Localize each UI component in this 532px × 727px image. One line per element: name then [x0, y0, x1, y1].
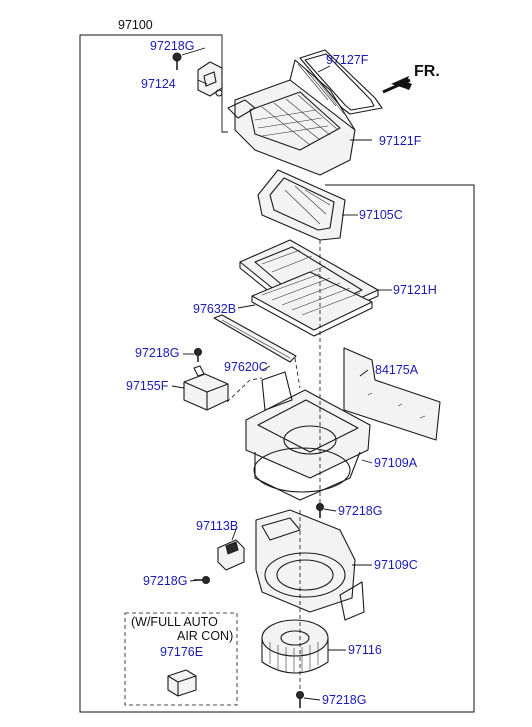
actuator-97124 — [197, 61, 223, 97]
part-label-97121F[interactable]: 97121F — [379, 134, 422, 148]
direction-label: FR. — [414, 63, 440, 80]
seal-strip-97620C — [213, 314, 297, 363]
assembly-frame — [79, 34, 475, 713]
control-module-97155F — [183, 365, 229, 411]
insulation-pad-84175A — [343, 347, 441, 441]
part-label-97116[interactable]: 97116 — [348, 643, 382, 657]
screw-icon — [172, 52, 182, 70]
part-label-97218G-bottom[interactable]: 97218G — [322, 693, 366, 707]
part-label-97218G-mid[interactable]: 97218G — [135, 346, 179, 360]
front-direction-arrow-icon — [382, 76, 412, 94]
screw-icon — [194, 348, 202, 362]
part-label-97620C[interactable]: 97620C — [224, 360, 268, 374]
blower-motor-97116 — [261, 619, 329, 674]
filter-frame-97105C — [257, 169, 346, 241]
part-label-97109A[interactable]: 97109A — [374, 456, 418, 470]
part-label-97632B[interactable]: 97632B — [193, 302, 236, 316]
air-filter-97632B — [251, 271, 373, 337]
part-label-97124[interactable]: 97124 — [141, 77, 176, 91]
seal-strip-97127F — [299, 49, 383, 115]
blower-case-lower-97109C — [255, 509, 365, 621]
part-label-97113B[interactable]: 97113B — [196, 519, 238, 533]
resistor-97113B — [217, 539, 245, 571]
part-label-97218G-low[interactable]: 97218G — [338, 504, 382, 518]
part-label-97105C[interactable]: 97105C — [359, 208, 403, 222]
part-label-97121H[interactable]: 97121H — [393, 283, 437, 297]
part-label-97109C[interactable]: 97109C — [374, 558, 418, 572]
part-label-97176E[interactable]: 97176E — [160, 645, 203, 659]
blower-case-upper-97109A — [245, 371, 371, 501]
part-label-84175A[interactable]: 84175A — [375, 363, 419, 377]
part-label-97218G-top[interactable]: 97218G — [150, 39, 194, 53]
option-box-line1: (W/FULL AUTO — [131, 615, 218, 629]
assembly-label: 97100 — [118, 18, 153, 32]
part-label-97127F[interactable]: 97127F — [326, 53, 369, 67]
upper-case-97121F — [227, 59, 356, 176]
option-box — [124, 612, 238, 706]
part-label-97155F[interactable]: 97155F — [126, 379, 169, 393]
screw-icon — [316, 503, 324, 518]
option-box-line2: AIR CON) — [177, 629, 233, 643]
screw-icon — [296, 691, 304, 708]
part-label-97218G-left[interactable]: 97218G — [143, 574, 187, 588]
sensor-97176E — [167, 669, 197, 697]
